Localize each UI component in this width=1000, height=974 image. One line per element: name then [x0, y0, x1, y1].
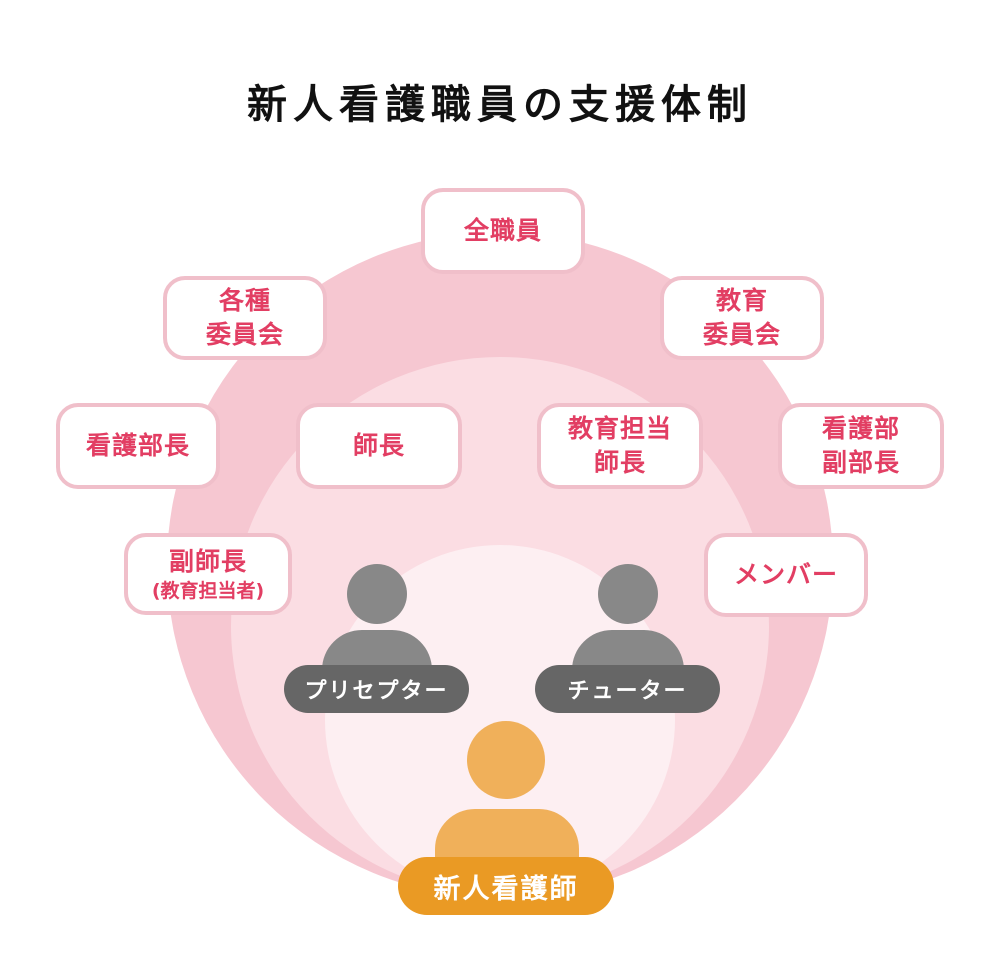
box-label-line2: 師長 — [593, 448, 646, 477]
box-education-committee: 教育 委員会 — [660, 276, 824, 360]
page-title: 新人看護職員の支援体制 — [247, 82, 753, 128]
box-label: メンバー — [733, 560, 838, 589]
tutor-label: チューター — [535, 665, 720, 713]
tutor-person-icon-head — [598, 564, 658, 624]
box-deputy-head-nurse: 副師長 (教育担当者) — [124, 533, 292, 615]
box-label-line2: 副部長 — [821, 448, 900, 477]
preceptor-label: プリセプター — [284, 665, 469, 713]
new-nurse-person-icon-head — [467, 721, 545, 799]
box-label-line1: 副師長 — [168, 547, 247, 576]
box-label: 全職員 — [463, 216, 542, 245]
box-label-line1: 看護部 — [821, 414, 900, 443]
box-label-sub: (教育担当者) — [151, 580, 265, 602]
box-label-line1: 教育 — [715, 286, 768, 315]
box-committees: 各種 委員会 — [163, 276, 327, 360]
box-label: 師長 — [352, 431, 405, 460]
box-head-nurse: 師長 — [296, 403, 462, 489]
preceptor-person-icon-head — [347, 564, 407, 624]
new-nurse-label: 新人看護師 — [398, 857, 614, 915]
box-label-line2: 委員会 — [702, 320, 781, 349]
box-label-line2: 委員会 — [205, 320, 284, 349]
box-label-line1: 教育担当 — [567, 414, 672, 443]
box-all-staff: 全職員 — [421, 188, 585, 274]
box-label: 看護部長 — [85, 431, 190, 460]
box-members: メンバー — [704, 533, 868, 617]
box-nursing-director: 看護部長 — [56, 403, 220, 489]
box-label-line1: 各種 — [218, 286, 271, 315]
box-education-head-nurse: 教育担当 師長 — [537, 403, 703, 489]
box-deputy-nursing-director: 看護部 副部長 — [778, 403, 944, 489]
